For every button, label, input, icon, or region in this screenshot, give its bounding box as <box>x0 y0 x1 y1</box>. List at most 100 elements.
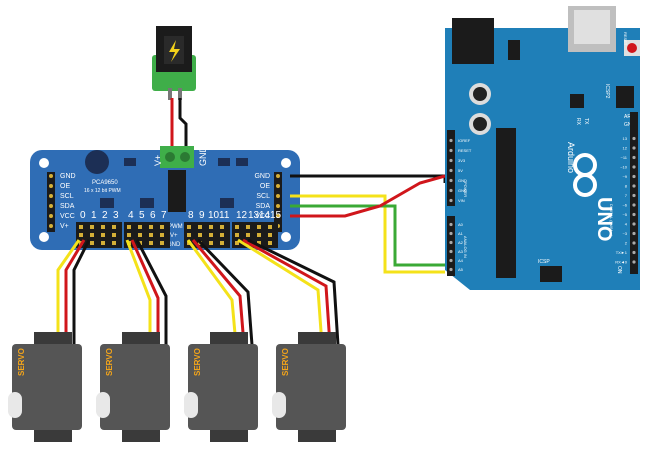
analog-header <box>447 216 455 276</box>
digital-pin <box>632 222 636 226</box>
header-pin <box>149 225 153 229</box>
header-pin <box>257 225 261 229</box>
analog-pin <box>449 267 453 272</box>
digital-pin-label: ~6 <box>622 203 627 208</box>
servo-2-label: SERVO <box>105 348 114 376</box>
header-pin <box>198 225 202 229</box>
header-pin <box>112 233 116 237</box>
header-pin <box>127 225 131 229</box>
left-pin-oe: OE <box>60 183 70 190</box>
header-pin <box>90 225 94 229</box>
servo-3: SERVO <box>184 332 258 442</box>
power-pin-label: GND <box>458 178 467 183</box>
ch-1: 1 <box>91 210 97 221</box>
left-pin-header <box>47 172 55 232</box>
servo-2: SERVO <box>96 332 170 442</box>
digital-pin <box>632 165 636 169</box>
analog-pin <box>449 258 453 263</box>
ch-13: 13 <box>248 210 260 221</box>
arduino-model: UNO <box>593 197 615 241</box>
digital-pin-label: 7 <box>625 193 628 198</box>
power-pin <box>449 198 453 203</box>
digital-pin <box>632 241 636 245</box>
right-pin-gnd: GND <box>254 173 270 180</box>
digital-pin <box>632 174 636 179</box>
legend-pwm: PWM <box>168 224 183 230</box>
icsp-label: ICSP <box>538 259 550 265</box>
analog-pin-label: A0 <box>458 222 464 227</box>
header-pin <box>187 233 191 237</box>
digital-pin-label: ~11 <box>621 155 628 160</box>
analog-pin-label: A2 <box>458 240 464 245</box>
digital-pin-label: 13 <box>623 136 628 141</box>
chip-desc: 16 x 12 bit PWM <box>84 188 121 194</box>
left-pin-vcc: VCC <box>60 213 75 220</box>
left-pin-sda: SDA <box>60 203 75 210</box>
digital-pin-label: 4 <box>625 222 628 227</box>
header-pin <box>209 241 213 245</box>
servo-wires <box>56 238 340 346</box>
analog-pin <box>449 222 453 227</box>
ch-4: 4 <box>128 210 134 221</box>
digital-pin <box>632 155 636 160</box>
power-pin <box>449 138 453 143</box>
header-pin <box>101 225 105 229</box>
header-pin <box>149 241 153 245</box>
servo-3-label: SERVO <box>193 348 202 376</box>
tx-label: TX <box>583 118 589 125</box>
header-pin <box>127 233 131 237</box>
analog-pin <box>449 231 453 236</box>
right-pin-scl: SCL <box>256 193 270 200</box>
icsp2-header <box>616 86 634 108</box>
power-terminal <box>160 146 194 168</box>
power-pin <box>449 158 453 163</box>
header-pin <box>90 233 94 237</box>
ch-0: 0 <box>80 210 86 221</box>
power-pin-label: GND <box>458 188 467 193</box>
digital-pin <box>632 146 636 150</box>
ch-6: 6 <box>150 210 156 221</box>
header-pin <box>268 225 272 229</box>
arduino-logo-icon <box>573 153 597 197</box>
digital-pin <box>632 184 636 188</box>
ch-15: 15 <box>270 210 282 221</box>
right-pin-oe: OE <box>260 183 270 190</box>
arduino-power-jack <box>452 18 494 64</box>
digital-pin <box>632 193 636 198</box>
header-pin <box>257 233 261 237</box>
analog-pin-label: A3 <box>458 249 464 254</box>
analog-pin-label: A4 <box>458 258 464 263</box>
channel-numbers: 0 1 2 3 4 5 6 7 8 9 10 11 12 13 14 15 <box>80 210 282 221</box>
ch-8: 8 <box>188 210 194 221</box>
digital-pin <box>632 203 636 207</box>
icsp2-label: ICSP2 <box>604 84 610 99</box>
header-pin <box>138 233 142 237</box>
header-pin <box>138 225 142 229</box>
header-pin <box>220 233 224 237</box>
ch-11: 11 <box>219 210 230 221</box>
header-pin <box>160 241 164 245</box>
header-pin <box>149 233 153 237</box>
digital-pin <box>632 260 636 264</box>
header-pin <box>112 241 116 245</box>
digital-pin <box>632 212 636 217</box>
capacitor <box>85 150 109 174</box>
power-header <box>447 130 455 206</box>
power-pin <box>449 178 453 183</box>
rx-label: RX <box>575 118 581 126</box>
icsp-header <box>540 266 562 282</box>
digital-pin-label: 12 <box>623 146 628 151</box>
i2c-wires <box>290 174 447 274</box>
header-pin <box>160 233 164 237</box>
digital-pin-label: TX►1 <box>616 250 628 255</box>
power-pin <box>449 188 453 193</box>
digital-pin-label: ~10 <box>620 165 628 170</box>
digital-pin-label: 2 <box>625 241 628 246</box>
digital-pin-label: RX◄0 <box>615 260 628 265</box>
header-pin <box>101 233 105 237</box>
header-pin <box>268 241 272 245</box>
right-pin-vcc: VCC <box>255 213 270 220</box>
left-pin-scl: SCL <box>60 193 74 200</box>
chip-name: PCA9650 <box>92 180 118 186</box>
